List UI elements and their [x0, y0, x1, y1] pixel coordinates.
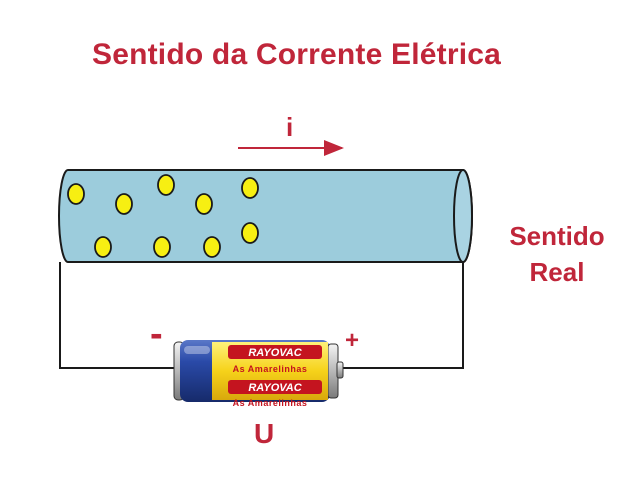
battery-brand-plate-bottom: [228, 380, 322, 394]
electrons: [67, 174, 259, 258]
electron: [94, 236, 112, 258]
battery-slogan-top: As Amarelinhas: [233, 364, 308, 374]
battery-highlight: [184, 346, 210, 354]
right-wire: [338, 262, 464, 369]
electron: [241, 222, 259, 244]
real-direction-line2: Real: [529, 257, 585, 287]
battery-brand-plate-top: [228, 345, 322, 359]
real-direction-line1: Sentido: [509, 221, 605, 251]
page-title: Sentido da Corrente Elétrica: [92, 38, 502, 71]
conductor-end-cap: [453, 169, 473, 263]
electron: [157, 174, 175, 196]
conductor-body: [58, 169, 473, 263]
electron: [115, 193, 133, 215]
electron: [241, 177, 259, 199]
negative-terminal-sign: -: [150, 313, 163, 355]
electron: [153, 236, 171, 258]
electron: [195, 193, 213, 215]
battery: RAYOVAC As Amarelinhas RAYOVAC As Amarel…: [173, 340, 344, 408]
battery-positive-nub: [336, 361, 344, 379]
battery-slogan-bottom: As Amarelinhas: [233, 398, 308, 408]
battery-brand-top: RAYOVAC: [248, 347, 302, 359]
voltage-label: U: [254, 418, 275, 449]
positive-terminal-sign: +: [345, 327, 360, 354]
electron: [67, 183, 85, 205]
left-wire: [59, 262, 178, 369]
real-direction-label: Sentido Real: [506, 218, 608, 290]
current-label: i: [286, 112, 294, 142]
electron: [203, 236, 221, 258]
battery-brand-bottom: RAYOVAC: [248, 382, 302, 394]
